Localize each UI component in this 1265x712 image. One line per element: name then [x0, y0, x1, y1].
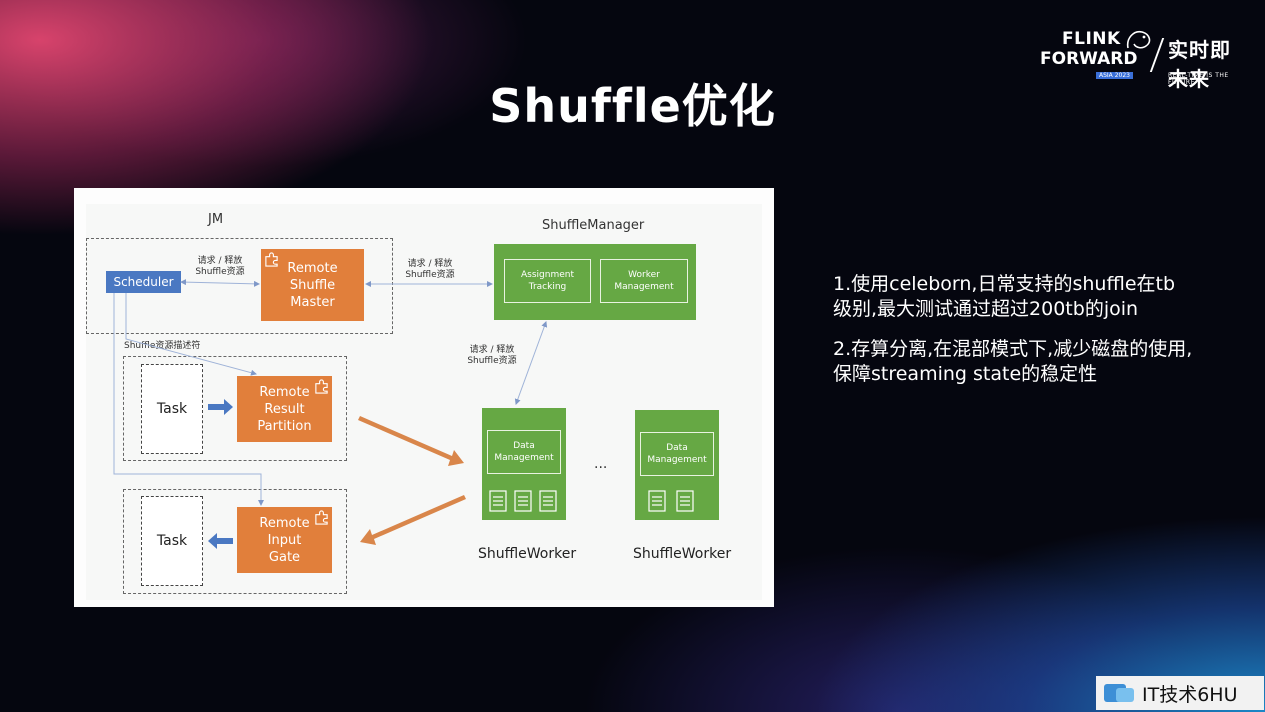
remote-input-gate-box: Remote Input Gate — [237, 507, 332, 573]
partition-to-worker-arrow — [358, 416, 464, 466]
jm-label: JM — [208, 212, 224, 227]
remote-result-partition-box: Remote Result Partition — [237, 376, 332, 442]
logo-tagline: REAL-TIME IS THE FUTURE — [1168, 72, 1229, 86]
scheduler-master-arrow — [180, 279, 260, 287]
task-box-1: Task — [141, 364, 203, 454]
watermark: IT技术6HU — [1096, 676, 1264, 710]
bullet-2: 2.存算分离,在混部模式下,减少磁盘的使用,保障streaming state的… — [833, 338, 1193, 385]
shuffle-worker-label-2: ShuffleWorker — [633, 546, 732, 562]
assignment-tracking-box: Assignment Tracking — [504, 259, 591, 303]
remote-input-gate-label: Remote Input Gate — [259, 515, 310, 565]
diagram-connectors — [113, 279, 548, 549]
scheduler-partition-arrow — [125, 293, 257, 376]
logo-line1: FLINK — [1062, 29, 1121, 49]
shuffle-descriptor-label: Shuffle资源描述符 — [124, 341, 201, 351]
scheduler-gate-arrow — [113, 293, 264, 506]
puzzle-icon — [315, 379, 328, 394]
shuffle-manager-box: Assignment Tracking Worker Management — [494, 244, 696, 320]
bullet-1: 1.使用celeborn,日常支持的shuffle在tb级别,最大测试通过超过2… — [833, 273, 1176, 320]
manager-worker-arrow — [514, 321, 548, 405]
shuffle-worker-box-1: Data Management — [482, 408, 566, 520]
task-box-2: Task — [141, 496, 203, 586]
squirrel-icon — [1126, 30, 1151, 49]
task-to-partition-arrow — [208, 399, 233, 415]
ellipsis-label: ... — [594, 456, 608, 472]
logo-cn: 实时即未来 — [1168, 38, 1231, 91]
data-management-box-2: Data Management — [640, 432, 714, 476]
puzzle-icon — [315, 510, 328, 525]
data-management-box-1: Data Management — [487, 430, 561, 474]
logo-badge: ASIA 2023 — [1096, 72, 1133, 79]
gate-to-task-arrow — [208, 533, 233, 549]
logo-line2: FORWARD — [1040, 49, 1138, 69]
shuffle-manager-label: ShuffleManager — [542, 218, 645, 233]
data-files-icon — [648, 490, 694, 512]
scheduler-box: Scheduler — [106, 271, 181, 293]
worker-to-gate-arrow — [360, 495, 466, 545]
shuffle-worker-box-2: Data Management — [635, 410, 719, 520]
remote-shuffle-master-label: Remote Shuffle Master — [287, 260, 338, 310]
remote-result-partition-label: Remote Result Partition — [257, 384, 312, 434]
flink-forward-logo: FLINK FORWARD ASIA 2023 实时即未来 REAL-TIME … — [1040, 29, 1240, 91]
watermark-text: IT技术6HU — [1142, 683, 1238, 706]
worker-management-box: Worker Management — [600, 259, 688, 303]
puzzle-icon — [265, 252, 278, 267]
shuffle-worker-label-1: ShuffleWorker — [478, 546, 577, 562]
producer-task-region — [123, 356, 347, 461]
consumer-task-region — [123, 489, 347, 594]
watermark-icon — [1104, 684, 1134, 702]
data-files-icon — [489, 490, 557, 512]
remote-shuffle-master-box: Remote Shuffle Master — [261, 249, 364, 321]
slide-bullets: 1.使用celeborn,日常支持的shuffle在tb级别,最大测试通过超过2… — [833, 272, 1193, 402]
slide-title: Shuffle优化 — [489, 79, 776, 133]
